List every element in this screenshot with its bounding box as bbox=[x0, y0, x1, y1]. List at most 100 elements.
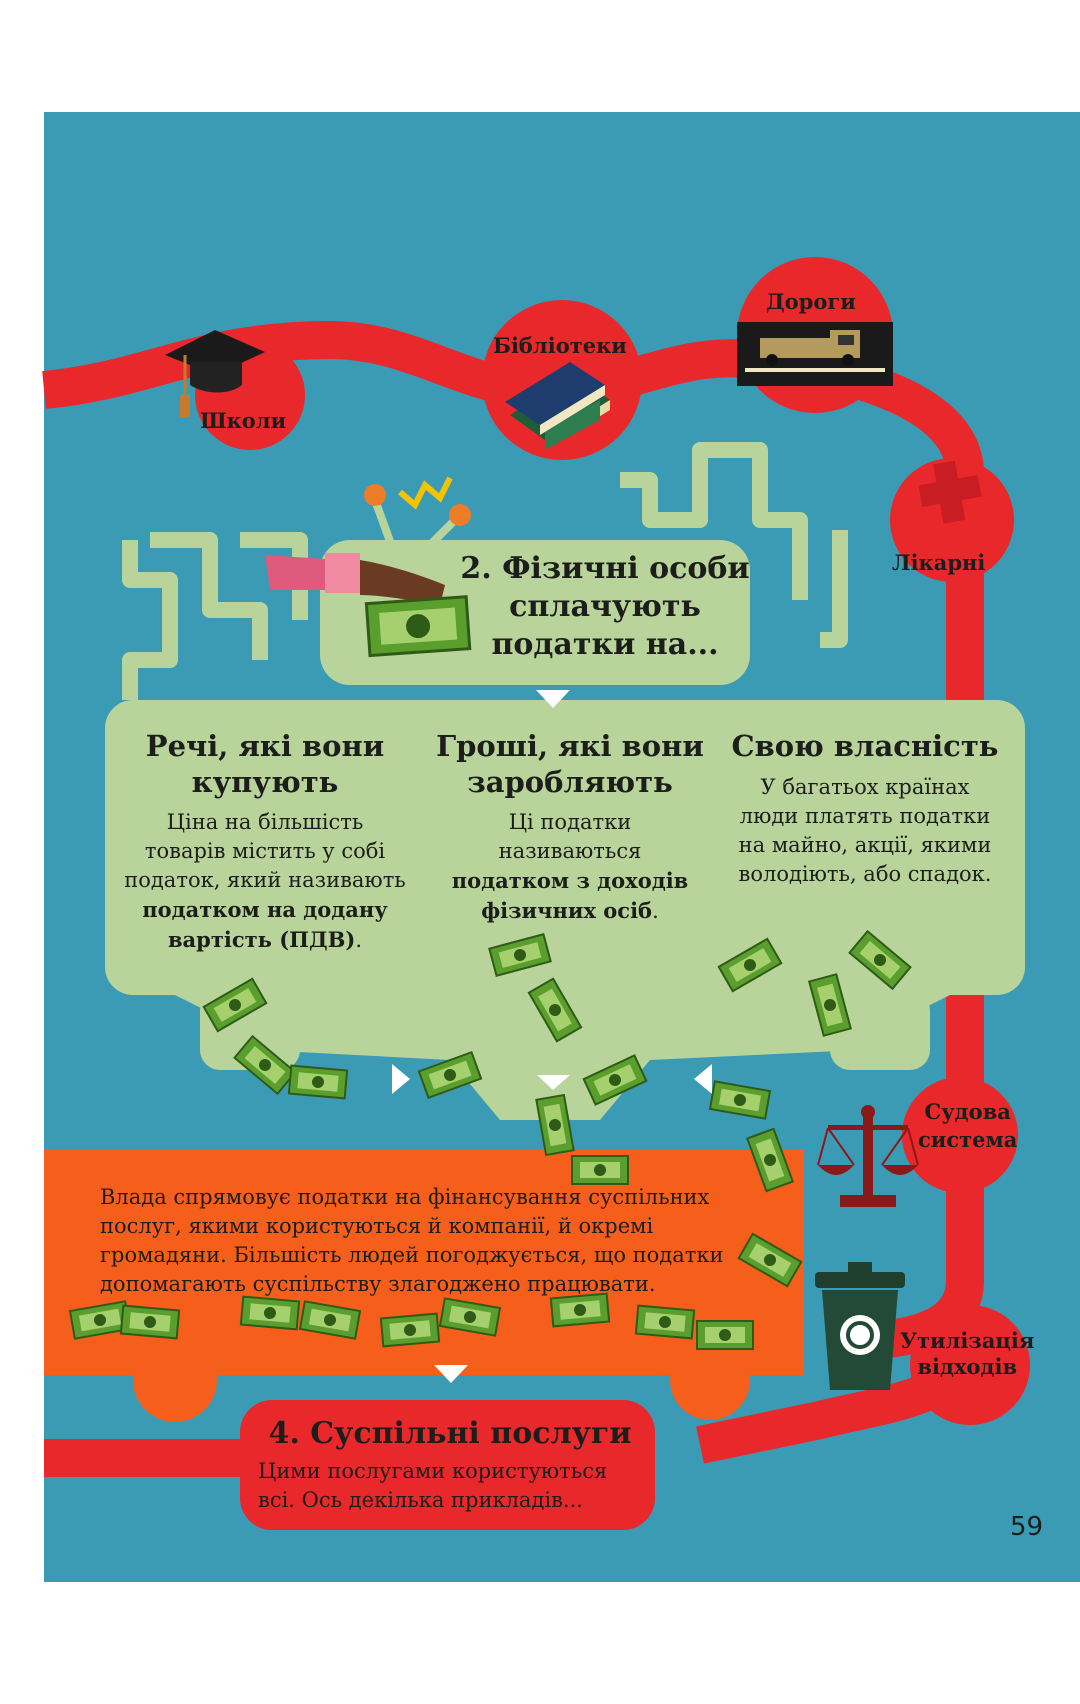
step2-title-line3: податки на... bbox=[491, 627, 719, 662]
banknotes-layer bbox=[68, 929, 912, 1350]
column2-body-line4: фізичних осіб. bbox=[430, 896, 710, 926]
column2-body-line2: називаються bbox=[498, 839, 642, 863]
banknote-icon bbox=[717, 937, 783, 993]
label-courts-line1: Судова bbox=[924, 1099, 1011, 1124]
column1-body-line1: Ціна на більшість bbox=[166, 810, 364, 834]
banknote-icon bbox=[417, 1050, 483, 1100]
label-waste: Утилізація відходів bbox=[900, 1328, 1034, 1380]
label-schools: Школи bbox=[200, 408, 287, 433]
step4-title: 4. Суспільні послуги bbox=[268, 1416, 632, 1451]
column3-body: У багатьох країнах люди платять податки … bbox=[720, 773, 1010, 889]
gear-left bbox=[133, 1338, 217, 1422]
arrow-right bbox=[392, 1064, 410, 1094]
banknote-icon bbox=[808, 973, 852, 1037]
banknote-icon bbox=[488, 933, 552, 977]
step2-title-line2: сплачують bbox=[509, 589, 701, 624]
red-cross-icon bbox=[918, 460, 982, 524]
column1-title-line2: купують bbox=[191, 765, 339, 799]
column3-title-line1: Свою власність bbox=[731, 729, 999, 763]
banknote-icon bbox=[708, 1080, 772, 1120]
panel-funnel bbox=[175, 995, 950, 1120]
column3-body-line1: У багатьох країнах bbox=[760, 775, 970, 799]
scales-icon bbox=[817, 1105, 919, 1207]
column2-tail: . bbox=[652, 899, 659, 923]
banknote-icon bbox=[202, 977, 268, 1033]
government-line2: послуг, якими користуються й компанії, й… bbox=[100, 1214, 654, 1238]
column3-body-line4: володіють, або спадок. bbox=[738, 862, 992, 886]
column1-title-line1: Речі, які вони bbox=[145, 729, 385, 763]
step4-body: Цими послугами користуються всі. Ось дек… bbox=[258, 1457, 638, 1515]
banknote-icon bbox=[287, 1064, 349, 1100]
circle-waste bbox=[910, 1305, 1030, 1425]
column1-body-line3: податок, який називають bbox=[124, 868, 406, 892]
government-line1: Влада спрямовує податки на фінансування … bbox=[100, 1185, 710, 1209]
gear-right bbox=[670, 1340, 750, 1420]
arrow-down-3 bbox=[434, 1365, 468, 1383]
column3-body-line3: на майно, акції, якими bbox=[738, 833, 992, 857]
banknote-icon bbox=[298, 1300, 362, 1340]
banknote-icon bbox=[527, 977, 583, 1043]
label-roads: Дороги bbox=[766, 289, 856, 314]
banknote-icon bbox=[438, 1297, 502, 1337]
main-panel bbox=[105, 700, 1025, 995]
column1-body-line5: вартість (ПДВ). bbox=[110, 925, 420, 955]
banknote-icon bbox=[848, 929, 912, 991]
government-line3: громадяни. Більшість людей погоджується,… bbox=[100, 1243, 724, 1267]
banknote-icon bbox=[571, 1155, 629, 1185]
column1-bold-2: вартість (ПДВ) bbox=[167, 927, 356, 952]
truck-icon bbox=[737, 322, 893, 386]
banknote-icon bbox=[745, 1127, 795, 1193]
column1-body-line2: товарів містить у собі bbox=[144, 839, 386, 863]
column2-bold-2: фізичних осіб bbox=[481, 898, 653, 923]
step2-title: 2. Фізичні особи сплачують податки на... bbox=[450, 550, 760, 664]
column2-body-line1: Ці податки bbox=[508, 810, 632, 834]
step4-line1: Цими послугами користуються bbox=[258, 1459, 608, 1483]
label-hospitals: Лікарні bbox=[892, 550, 986, 575]
hand-with-money-icon bbox=[265, 553, 472, 658]
banknote-icon bbox=[634, 1304, 696, 1340]
column2-bold-1: податком з доходів bbox=[451, 868, 689, 893]
green-tubes bbox=[122, 442, 848, 700]
books-icon bbox=[505, 362, 610, 450]
column1-tail: . bbox=[355, 928, 363, 952]
label-waste-line1: Утилізація bbox=[900, 1328, 1035, 1353]
label-libraries: Бібліотеки bbox=[493, 333, 627, 358]
column2-body-line3: податком з доходів bbox=[430, 866, 710, 896]
banknote-icon bbox=[233, 1034, 297, 1096]
banknote-icon bbox=[582, 1054, 648, 1106]
arrow-down-1 bbox=[536, 690, 570, 708]
column3-title: Свою власність bbox=[720, 728, 1010, 764]
antenna-icon bbox=[364, 476, 471, 558]
arrow-left bbox=[694, 1064, 712, 1094]
banknote-icon bbox=[696, 1320, 754, 1350]
banknote-icon bbox=[549, 1292, 611, 1328]
banknote-icon bbox=[119, 1304, 181, 1340]
label-waste-line2: відходів bbox=[917, 1354, 1018, 1379]
government-line4: допомагають суспільству злагоджено працю… bbox=[100, 1272, 656, 1296]
step4-panel bbox=[240, 1400, 655, 1530]
column2-title: Гроші, які вони заробляють bbox=[430, 728, 710, 800]
column1-body: Ціна на більшість товарів містить у собі… bbox=[110, 808, 420, 955]
column3-body-line2: люди платять податки bbox=[739, 804, 991, 828]
step4-line2: всі. Ось декілька прикладів... bbox=[258, 1488, 583, 1512]
arrow-down-2 bbox=[537, 1075, 570, 1090]
label-courts: Судова система bbox=[918, 1098, 1017, 1154]
banknote-icon bbox=[379, 1312, 441, 1348]
column1-title: Речі, які вони купують bbox=[115, 728, 415, 800]
column2-title-line1: Гроші, які вони bbox=[436, 729, 704, 763]
page-number: 59 bbox=[1010, 1512, 1044, 1542]
step2-title-line1: 2. Фізичні особи bbox=[460, 551, 750, 586]
graduation-cap-icon bbox=[165, 330, 265, 417]
column2-body: Ці податки називаються податком з доході… bbox=[430, 808, 710, 926]
label-courts-line2: система bbox=[918, 1127, 1018, 1152]
column1-body-line4: податком на додану bbox=[110, 895, 420, 925]
circle-courts bbox=[902, 1077, 1018, 1193]
column1-bold-1: податком на додану bbox=[142, 897, 388, 922]
banknote-icon bbox=[535, 1093, 575, 1157]
recycling-bin-icon bbox=[815, 1262, 905, 1390]
banknote-icon bbox=[239, 1295, 301, 1331]
government-text: Влада спрямовує податки на фінансування … bbox=[100, 1183, 760, 1299]
column2-title-line2: заробляють bbox=[467, 765, 673, 799]
